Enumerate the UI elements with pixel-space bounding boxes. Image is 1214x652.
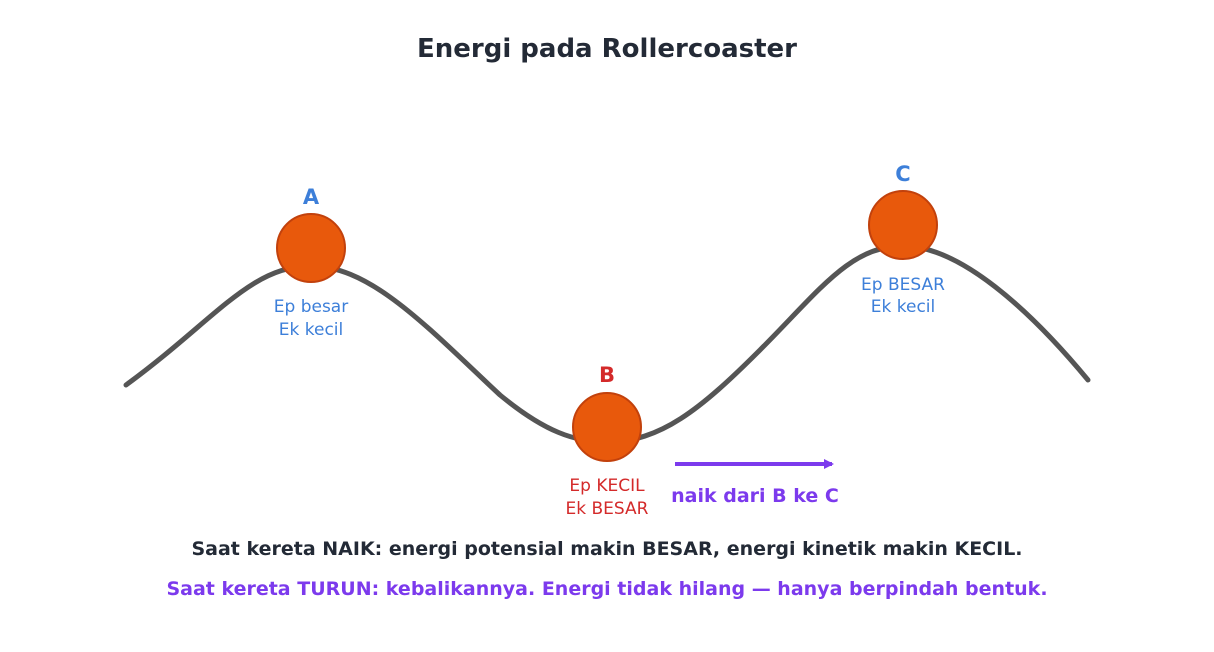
point-a-ep: Ep besar xyxy=(273,297,349,317)
point-b-ep: Ep KECIL xyxy=(569,476,645,496)
point-c-label: C xyxy=(895,162,911,186)
train-ball-b xyxy=(572,392,642,462)
arrow-label: naik dari B ke C xyxy=(671,485,839,507)
point-c-ep: Ep BESAR xyxy=(861,275,945,295)
point-b-label: B xyxy=(598,363,615,387)
point-c-ek: Ek kecil xyxy=(870,297,936,317)
note-turun: Saat kereta TURUN: kebalikannya. Energi … xyxy=(166,578,1048,600)
train-ball-c xyxy=(868,190,938,260)
train-ball-a xyxy=(276,213,346,283)
point-a-ek: Ek kecil xyxy=(278,320,344,340)
diagram-title: Energi pada Rollercoaster xyxy=(416,34,797,64)
point-b-ek: Ek BESAR xyxy=(565,499,649,519)
note-naik: Saat kereta NAIK: energi potensial makin… xyxy=(191,538,1023,560)
point-a-label: A xyxy=(302,185,320,209)
